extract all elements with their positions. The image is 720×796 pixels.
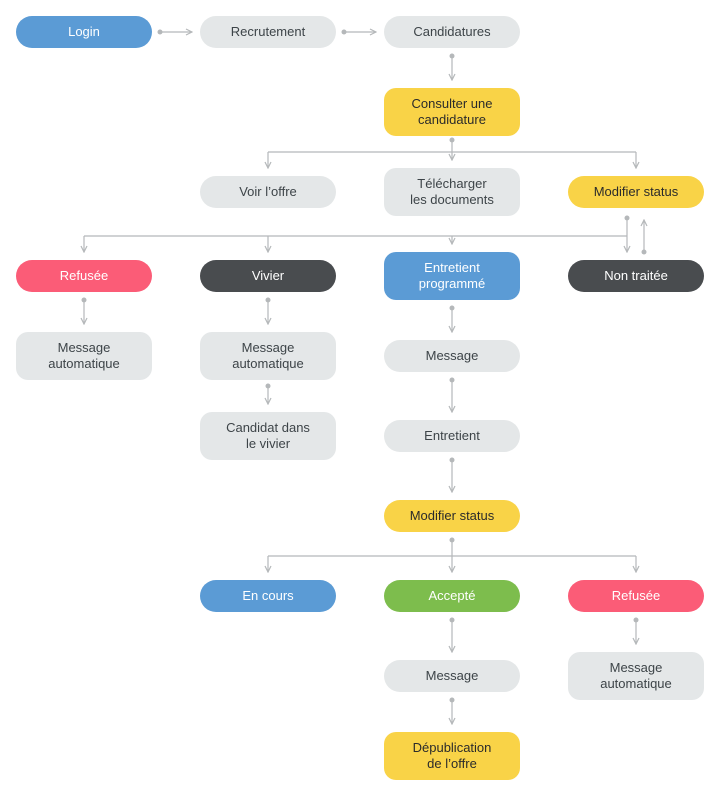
dot-entretient <box>449 457 455 463</box>
dot-entretient-prog <box>449 305 455 311</box>
node-entretient: Entretient <box>384 420 520 452</box>
node-refusee-1: Refusée <box>16 260 152 292</box>
node-candidatures: Candidatures <box>384 16 520 48</box>
node-entretient-programme: Entretient programmé <box>384 252 520 300</box>
node-candidat-vivier: Candidat dans le vivier <box>200 412 336 460</box>
node-message-automatique-1: Message automatique <box>16 332 152 380</box>
dot-refusee-1 <box>81 297 87 303</box>
node-accepte: Accepté <box>384 580 520 612</box>
dot-vivier <box>265 297 271 303</box>
dot-login <box>157 29 163 35</box>
node-non-traitee: Non traitée <box>568 260 704 292</box>
dot-message-auto-2 <box>265 383 271 389</box>
node-voir-offre: Voir l’offre <box>200 176 336 208</box>
node-message-automatique-3: Message automatique <box>568 652 704 700</box>
dot-non-traitee <box>641 249 647 255</box>
node-message-1: Message <box>384 340 520 372</box>
node-en-cours: En cours <box>200 580 336 612</box>
node-modifier-status-1: Modifier status <box>568 176 704 208</box>
node-modifier-status-2: Modifier status <box>384 500 520 532</box>
node-depublication-offre: Dépublication de l’offre <box>384 732 520 780</box>
node-message-automatique-2: Message automatique <box>200 332 336 380</box>
dot-modifier-1 <box>624 215 630 221</box>
node-vivier: Vivier <box>200 260 336 292</box>
dot-candidatures <box>449 53 455 59</box>
node-refusee-2: Refusée <box>568 580 704 612</box>
node-recrutement: Recrutement <box>200 16 336 48</box>
dot-refusee-2 <box>633 617 639 623</box>
node-consulter-candidature: Consulter une candidature <box>384 88 520 136</box>
dot-accepte <box>449 617 455 623</box>
dot-recrutement <box>341 29 347 35</box>
dot-message-1 <box>449 377 455 383</box>
dot-modifier-2 <box>449 537 455 543</box>
node-message-2: Message <box>384 660 520 692</box>
dot-consulter <box>449 137 455 143</box>
dot-message-2 <box>449 697 455 703</box>
node-login: Login <box>16 16 152 48</box>
node-telecharger-documents: Télécharger les documents <box>384 168 520 216</box>
